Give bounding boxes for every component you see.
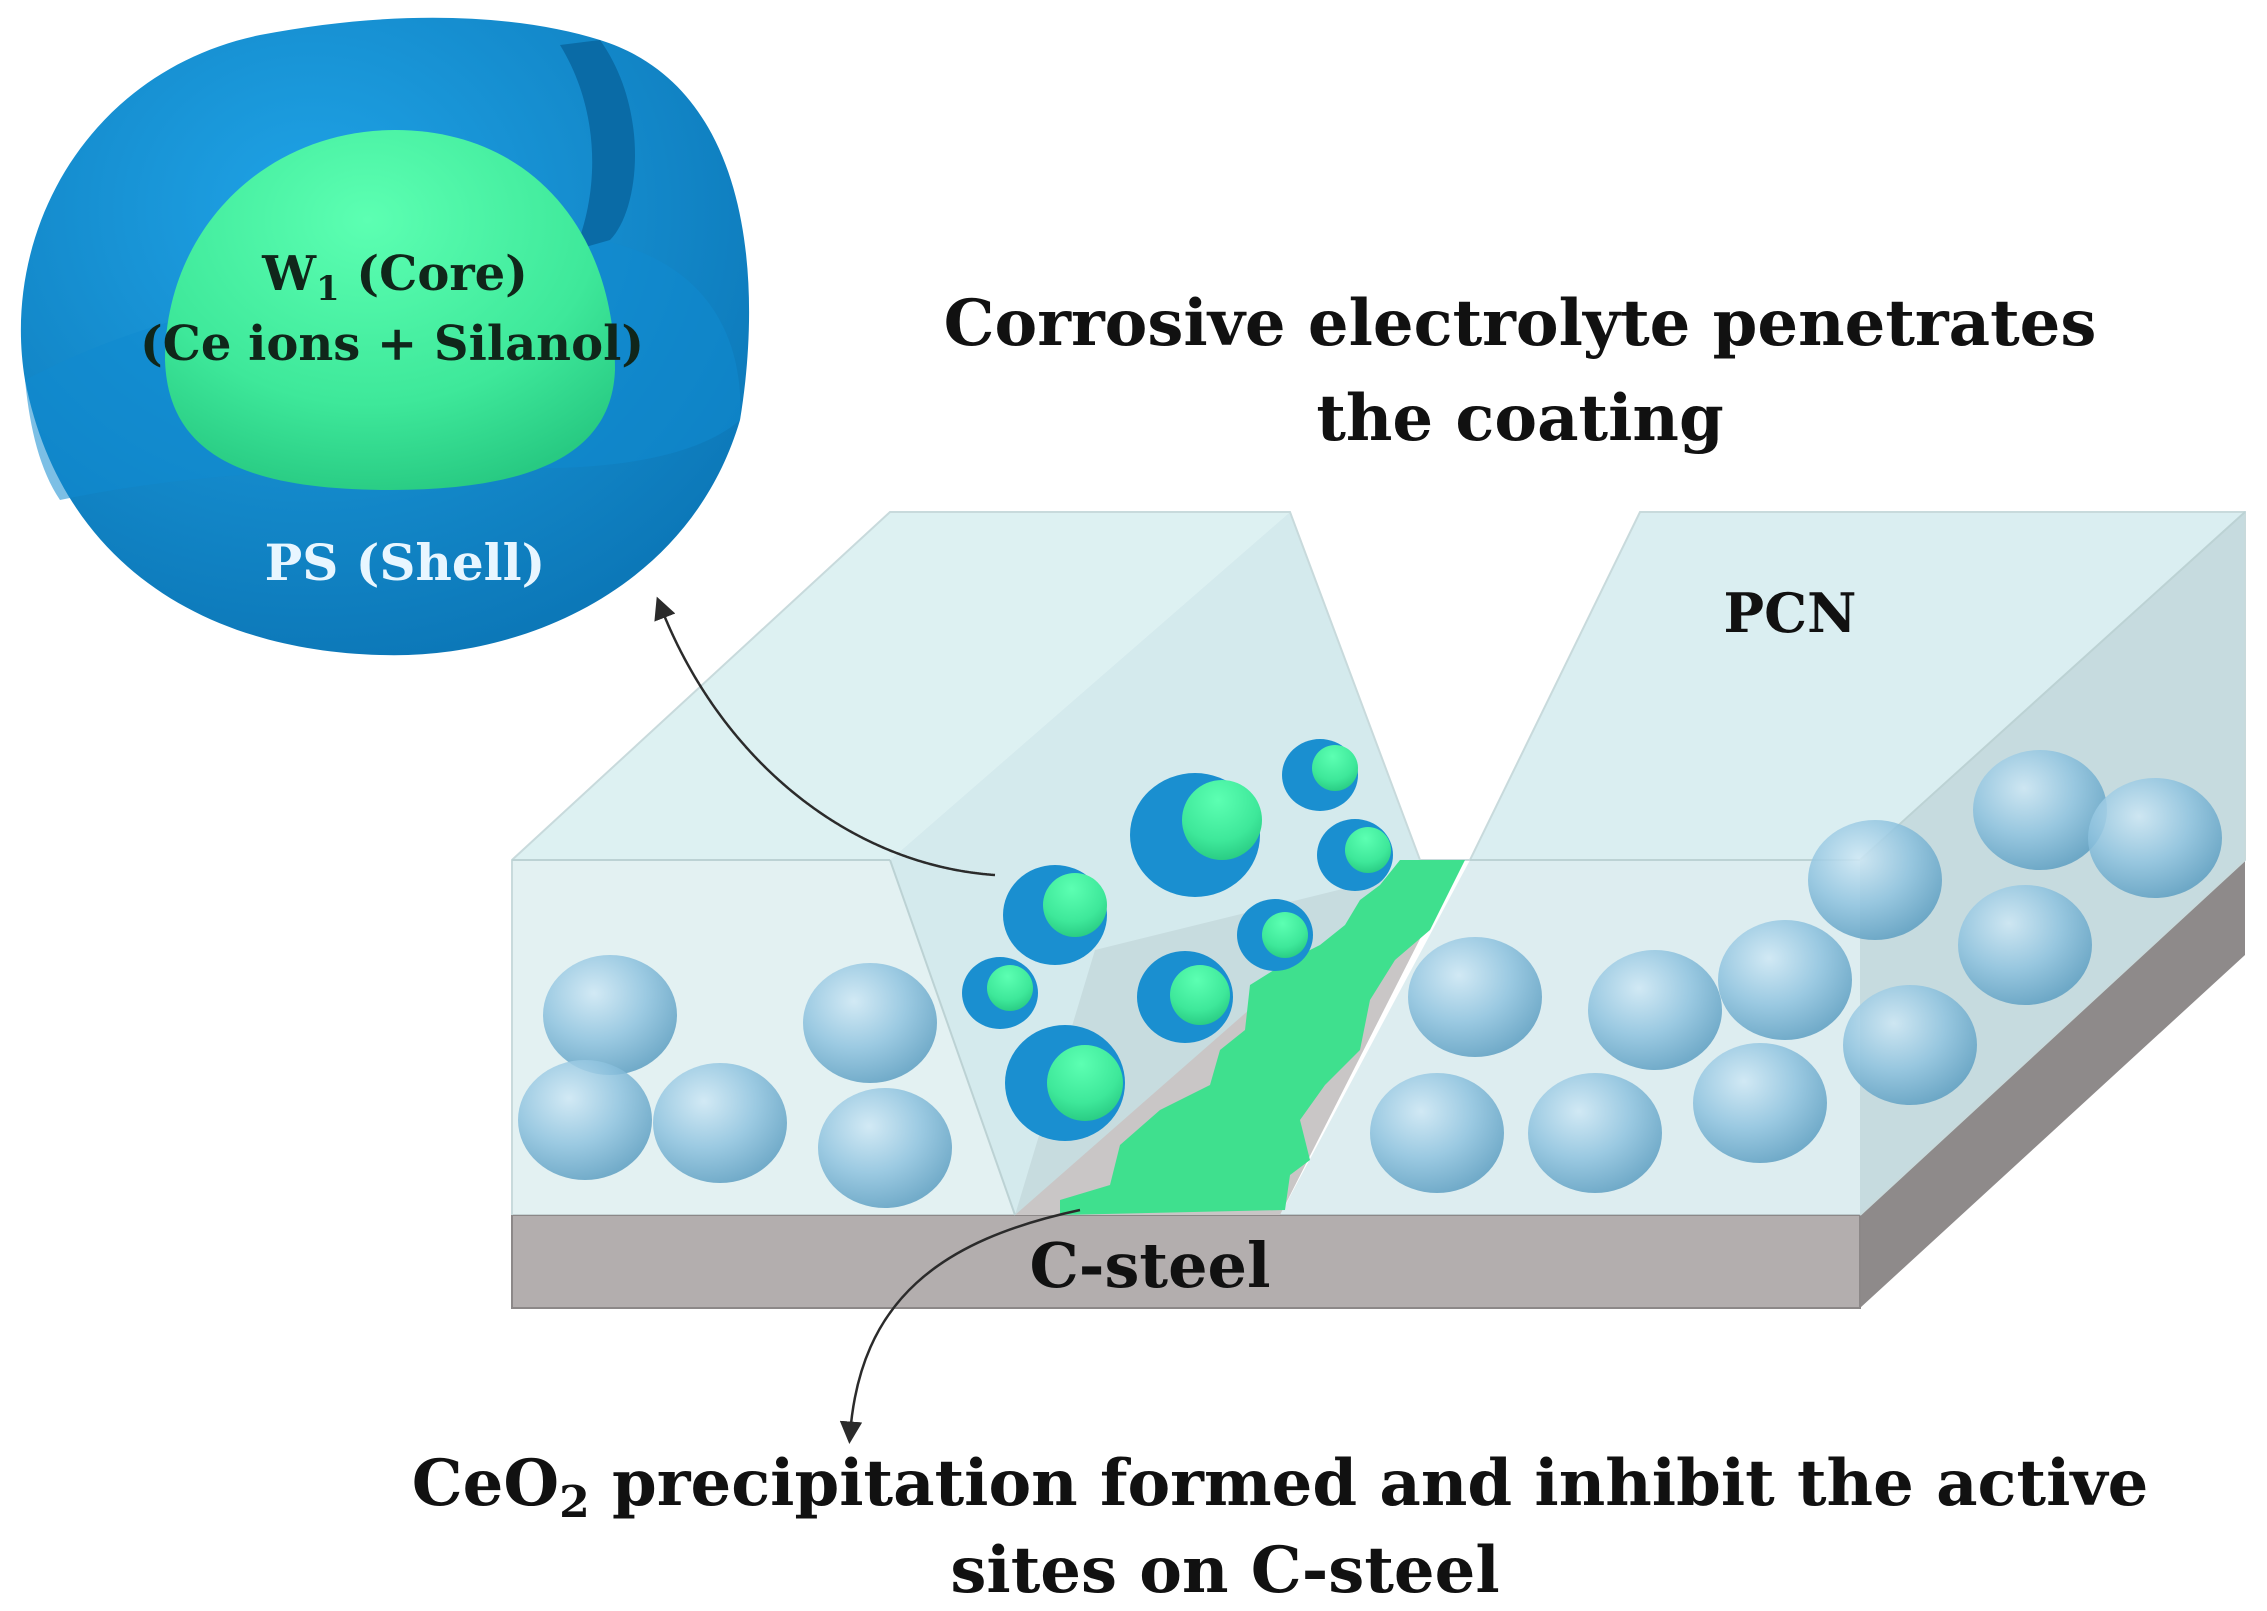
capsule — [2088, 778, 2222, 898]
capsule — [1843, 985, 1977, 1105]
capsule — [1693, 1043, 1827, 1163]
capsule — [543, 955, 677, 1075]
shell-label: PS (Shell) — [265, 533, 546, 592]
capsule — [1408, 937, 1542, 1057]
electrolyte-caption-line1: Corrosive electrolyte penetrates — [944, 286, 2097, 361]
core-sphere — [165, 130, 615, 490]
shell-rim-highlight — [560, 40, 635, 250]
capsule — [1958, 885, 2092, 1005]
steel-front-face — [511, 1214, 1861, 1309]
open-capsule-core — [1043, 873, 1107, 937]
open-capsule-core — [1345, 827, 1391, 873]
open-capsule-core — [987, 965, 1033, 1011]
capsule — [518, 1060, 652, 1180]
capsule — [803, 963, 937, 1083]
core-shell-capsule: W1 (Core) (Ce ions + Silanol) PS (Shell) — [20, 17, 750, 656]
capsule — [1528, 1073, 1662, 1193]
released-capsules — [962, 739, 1393, 1141]
coating-right-top — [1470, 512, 2245, 860]
capsule — [653, 1063, 787, 1183]
open-capsule-core — [1262, 912, 1308, 958]
capsule — [1370, 1073, 1504, 1193]
capsule — [1718, 920, 1852, 1040]
arrow-to-capsule-detail — [654, 596, 996, 877]
capsule — [1973, 750, 2107, 870]
open-capsule-core — [1312, 745, 1358, 791]
core-composition-label: (Ce ions + Silanol) — [140, 316, 644, 372]
embedded-capsules — [518, 750, 2222, 1208]
open-capsule-core — [1047, 1045, 1123, 1121]
capsule — [1808, 820, 1942, 940]
steel-side-face — [1860, 860, 2245, 1308]
capsule — [1588, 950, 1722, 1070]
open-capsule-core — [1170, 965, 1230, 1025]
open-capsule-core — [1182, 780, 1262, 860]
coating-left-top — [512, 512, 1290, 860]
capsule — [818, 1088, 952, 1208]
ceo2-precipitate — [1060, 860, 1465, 1215]
precipitate-caption-line2: sites on C-steel — [950, 1533, 1499, 1608]
precipitate-caption-line1: CeO2 precipitation formed and inhibit th… — [412, 1446, 2149, 1528]
coating-label: PCN — [1724, 581, 1857, 645]
arrow-to-precipitate-caption — [839, 1208, 1081, 1444]
electrolyte-caption-line2: the coating — [1316, 381, 1723, 456]
core-label: W1 (Core) — [261, 246, 528, 309]
substrate-label: C-steel — [1029, 1229, 1270, 1302]
